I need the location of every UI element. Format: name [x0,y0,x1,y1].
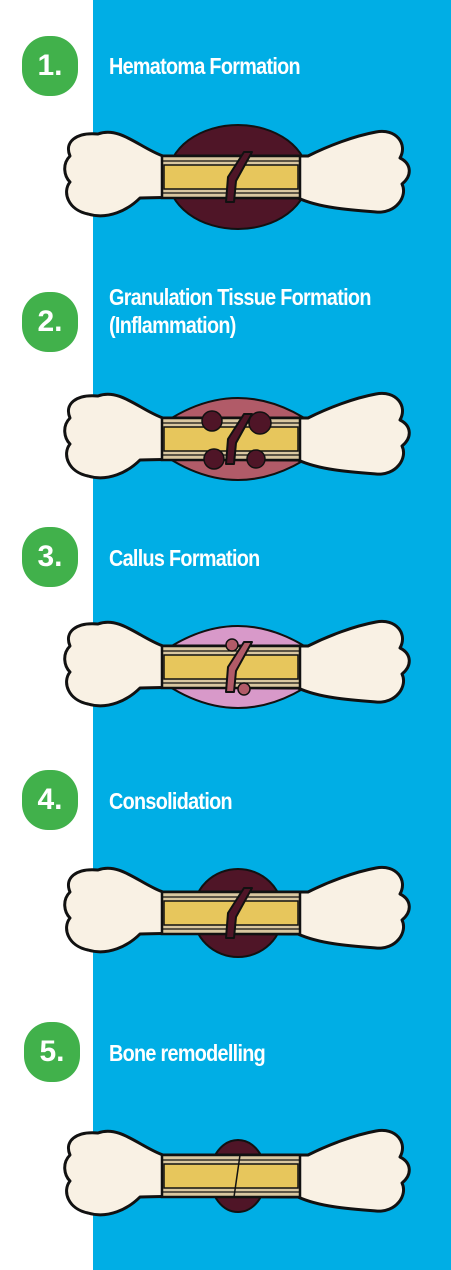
bone-illustration [58,842,418,977]
step-title: Granulation Tissue Formation (Inflammati… [109,283,371,339]
bone-marrow [164,1164,298,1188]
granulation-blob [247,450,265,468]
granulation-blob [202,411,222,431]
bone-illustration [58,368,418,503]
callus-blob [226,639,238,651]
step-number-badge: 4. [22,770,78,830]
bone-illustration [58,1105,418,1240]
step-number-badge: 1. [22,36,78,96]
granulation-blob [249,412,271,434]
callus-blob [238,683,250,695]
step-number-badge: 5. [24,1022,80,1082]
bone-illustration [58,106,418,241]
step-title: Callus Formation [109,544,260,572]
step-title: Consolidation [109,787,232,815]
step-number-badge: 2. [22,292,78,352]
bone-illustration [58,596,418,731]
step-title: Bone remodelling [109,1039,265,1067]
step-number-badge: 3. [22,527,78,587]
granulation-blob [204,449,224,469]
step-title: Hematoma Formation [109,52,300,80]
